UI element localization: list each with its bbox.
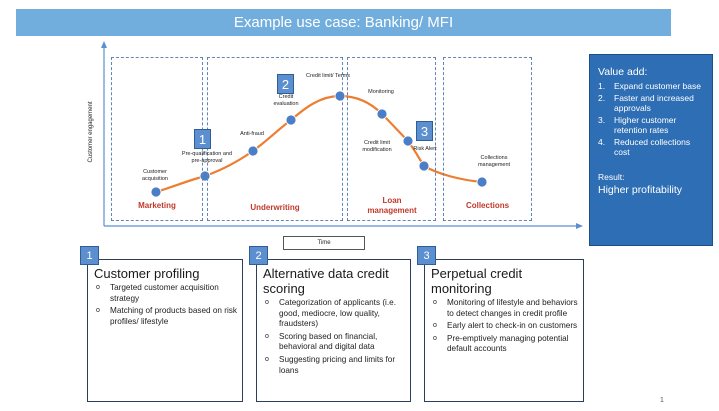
item-number: 2.	[598, 92, 606, 103]
point-label: Credit evaluation	[273, 94, 299, 107]
point-label: Credit limit modification	[362, 140, 392, 153]
phase-label-marketing: Marketing	[138, 201, 176, 210]
phase-label-loan-management: Loan management	[367, 196, 417, 215]
slide-title: Example use case: Banking/ MFI	[16, 9, 671, 36]
value-add-item: 1. Expand customer base	[598, 81, 706, 92]
value-add-box: Value add: 1. Expand customer base 2. Fast…	[589, 54, 713, 246]
bullet-text: Pre-emptively managing potential default…	[447, 333, 569, 354]
phase-label-underwriting: Underwriting	[250, 203, 300, 212]
card-bullet: o Categorization of applicants (i.e. good…	[265, 298, 406, 330]
item-number: 4.	[598, 136, 606, 147]
phase-box-marketing	[111, 57, 203, 221]
card-badge: 3	[417, 246, 436, 265]
x-axis-label: Time	[283, 236, 365, 250]
point-label: Risk Alert	[413, 146, 437, 152]
value-add-item: 3. Higher customer retention rates	[598, 115, 706, 136]
point-label: Anti-fraud	[240, 131, 264, 137]
item-text: Faster and increased approvals	[614, 92, 694, 114]
point-marker	[285, 114, 297, 126]
card-bullet: o Matching of products based on risk prof…	[96, 306, 238, 327]
bullet-text: Early alert to check-in on customers	[447, 321, 578, 331]
value-add-item: 4. Reduced collections cost	[598, 137, 706, 158]
card-badge: 2	[249, 246, 268, 265]
bullet-glyph: o	[96, 307, 100, 315]
bullet-glyph: o	[96, 284, 100, 291]
card-bullet: o Scoring based on financial, behavioral …	[265, 332, 406, 353]
bullet-text: Monitoring of lifestyle and behaviors to…	[447, 298, 578, 318]
point-label: Customer acquisition	[142, 169, 168, 182]
card-bullet: o Monitoring of lifestyle and behaviors t…	[433, 298, 579, 319]
phase-box-loan-management	[347, 57, 436, 221]
phase-label-collections: Collections	[465, 201, 510, 210]
point-marker	[247, 145, 259, 157]
bullet-glyph: o	[433, 334, 437, 342]
item-number: 3.	[598, 114, 606, 125]
step-badge: 3	[416, 121, 433, 141]
result-label: Result:	[598, 171, 625, 182]
card-bullet: o Pre-emptively managing potential defaul…	[433, 334, 579, 355]
point-marker	[476, 176, 488, 188]
item-text: Reduced collections cost	[614, 136, 691, 158]
card-customer-profiling: Customer profiling o Targeted customer ac…	[87, 259, 243, 402]
card-bullet: o Suggesting pricing and limits for loans	[265, 355, 406, 376]
step-badge: 2	[277, 74, 294, 94]
step-badge: 1	[194, 129, 211, 149]
phase-box-underwriting	[207, 57, 343, 221]
item-number: 1.	[598, 81, 606, 91]
card-title: Customer profiling	[94, 266, 200, 281]
card-bullet: o Early alert to check-in on customers	[433, 321, 579, 332]
card-bullet: o Targeted customer acquisition strategy	[96, 283, 238, 304]
item-text: Expand customer base	[614, 81, 701, 91]
point-label: Monitoring	[368, 89, 394, 95]
y-axis-label: Customer engagement	[88, 101, 94, 163]
card-perpetual-credit-monitoring: Perpetual credit monitoring o Monitoring …	[424, 259, 584, 402]
bullet-glyph: o	[433, 322, 437, 330]
card-alternative-data-credit-scoring: Alternative data credit scoring o Categor…	[256, 259, 411, 402]
value-add-item: 2. Faster and increased approvals	[598, 93, 706, 114]
value-add-list: 1. Expand customer base 2. Faster and incr…	[598, 81, 706, 158]
point-marker	[150, 186, 162, 198]
bullet-glyph: o	[433, 299, 437, 306]
card-bullets: o Categorization of applicants (i.e. good…	[257, 298, 410, 376]
value-add-title: Value add:	[598, 66, 648, 78]
bullet-text: Scoring based on financial, behavioral a…	[279, 331, 378, 352]
bullet-text: Categorization of applicants (i.e. good,…	[279, 298, 396, 329]
item-text: Higher customer retention rates	[614, 114, 677, 136]
page-number: 1	[660, 397, 664, 404]
point-marker	[376, 108, 388, 120]
point-label: Credit limit/ Terms	[306, 73, 350, 79]
point-label: Pre-qualification and pre-approval	[181, 151, 233, 164]
result-text: Higher profitability	[598, 183, 683, 196]
card-title: Alternative data credit scoring	[263, 266, 389, 296]
phase-box-collections	[443, 57, 532, 221]
point-marker	[402, 135, 414, 147]
point-marker	[418, 160, 430, 172]
bullet-text: Matching of products based on risk profi…	[110, 306, 237, 326]
bullet-text: Suggesting pricing and limits for loans	[279, 354, 396, 375]
bullet-text: Targeted customer acquisition strategy	[110, 283, 219, 303]
bullet-glyph: o	[265, 332, 269, 340]
bullet-glyph: o	[265, 355, 269, 363]
bullet-glyph: o	[265, 299, 269, 306]
card-badge: 1	[80, 246, 99, 265]
point-label: Collections management	[477, 155, 511, 168]
card-bullets: o Monitoring of lifestyle and behaviors t…	[425, 298, 583, 355]
card-title: Perpetual credit monitoring	[431, 266, 523, 296]
x-axis-arrow	[576, 223, 583, 229]
y-axis-arrow	[101, 41, 107, 48]
